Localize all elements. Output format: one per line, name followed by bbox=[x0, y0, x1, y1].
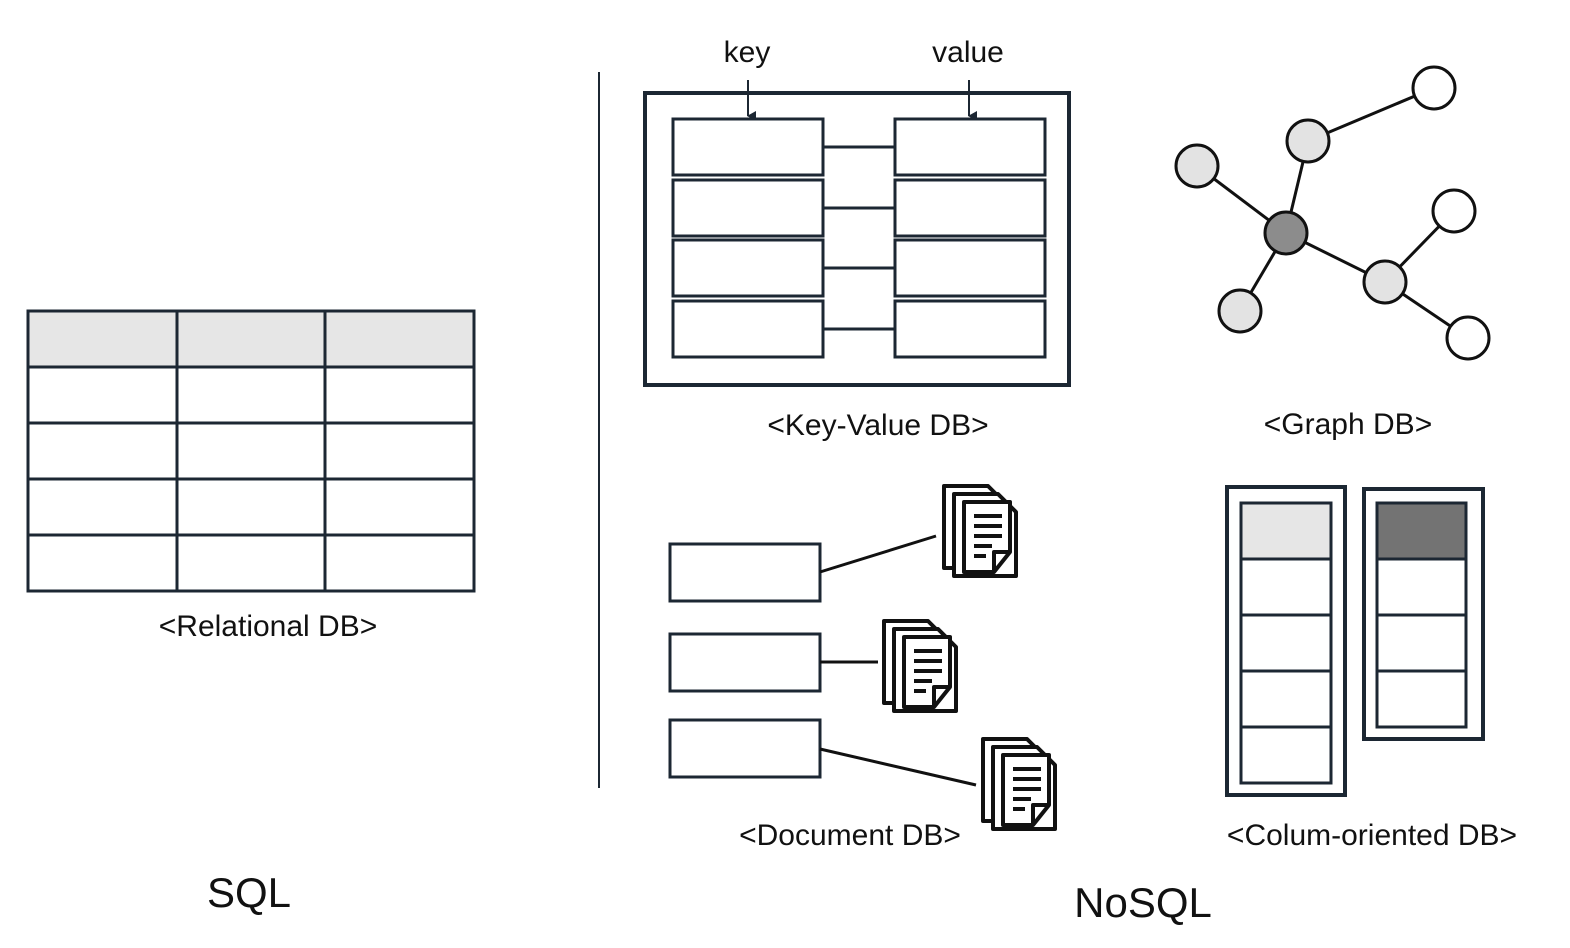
key-cell bbox=[671, 238, 825, 298]
document-db bbox=[668, 484, 1057, 831]
relational-table bbox=[26, 309, 476, 593]
column-cell bbox=[1239, 725, 1333, 785]
column-cell bbox=[1239, 669, 1333, 729]
key-value-store bbox=[643, 80, 1071, 387]
document-key-cell bbox=[668, 632, 822, 693]
column-cell bbox=[1375, 613, 1468, 673]
graph-db-caption: <Graph DB> bbox=[1263, 408, 1433, 441]
document-link bbox=[819, 534, 937, 574]
nosql-section-label: NoSQL bbox=[1074, 879, 1212, 926]
graph-node bbox=[1445, 315, 1491, 361]
column-db-caption: <Colum-oriented DB> bbox=[1226, 819, 1518, 852]
column-cell bbox=[1375, 557, 1468, 617]
document-key-cell bbox=[668, 542, 822, 603]
graph-node-hub bbox=[1263, 210, 1309, 256]
column-cell bbox=[1239, 557, 1333, 617]
graph-node bbox=[1217, 288, 1263, 334]
document-stack-icon bbox=[882, 619, 958, 713]
key-cell bbox=[671, 178, 825, 238]
value-cell bbox=[893, 299, 1047, 359]
graph-node bbox=[1431, 188, 1477, 234]
document-key-cell bbox=[668, 718, 822, 779]
value-label: value bbox=[932, 36, 1004, 69]
value-cell bbox=[893, 117, 1047, 177]
column-header-cell bbox=[1239, 501, 1333, 561]
graph-node bbox=[1285, 118, 1331, 164]
relational-table-border bbox=[26, 309, 476, 593]
sql-section-label: SQL bbox=[206, 869, 292, 916]
document-db-caption: <Document DB> bbox=[739, 819, 961, 852]
key-cell bbox=[671, 299, 825, 359]
column-cell bbox=[1239, 613, 1333, 673]
key-value-db-caption: <Key-Value DB> bbox=[767, 409, 989, 442]
key-label: key bbox=[723, 36, 771, 69]
relational-header-row bbox=[28, 311, 474, 367]
column-cell bbox=[1375, 669, 1468, 729]
graph-node bbox=[1174, 143, 1220, 189]
column-frame bbox=[1362, 487, 1485, 741]
document-stack-icon bbox=[942, 484, 1018, 578]
document-stack-icon bbox=[981, 737, 1057, 831]
graph-node bbox=[1411, 65, 1457, 111]
key-cell bbox=[671, 117, 825, 177]
key-value-frame bbox=[643, 91, 1071, 387]
graph-node bbox=[1362, 259, 1408, 305]
value-cell bbox=[893, 178, 1047, 238]
column-header-cell bbox=[1375, 501, 1468, 561]
graph-db bbox=[1174, 65, 1491, 361]
column-frame bbox=[1225, 485, 1347, 797]
column-db bbox=[1225, 485, 1485, 797]
value-cell bbox=[893, 238, 1047, 298]
relational-db-caption: <Relational DB> bbox=[158, 610, 378, 643]
document-link bbox=[819, 747, 977, 787]
graph-edge bbox=[1307, 86, 1435, 143]
